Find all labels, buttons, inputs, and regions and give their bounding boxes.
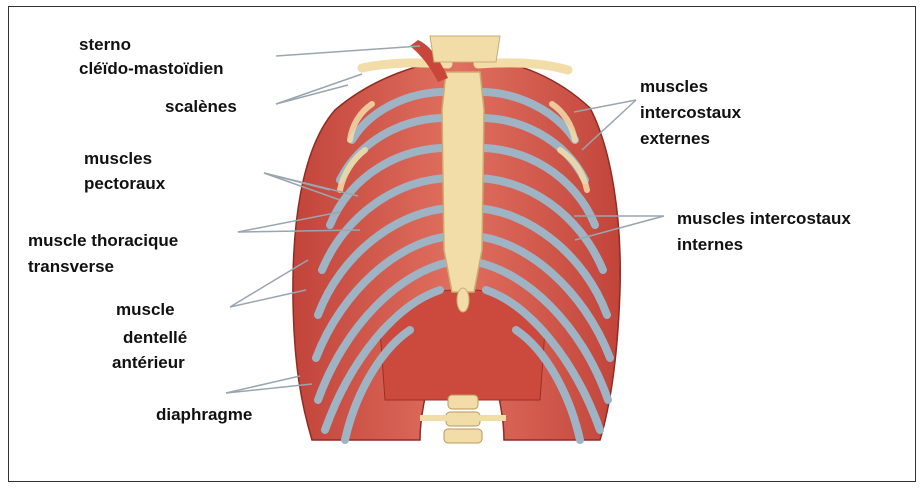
xiphoid-process <box>457 288 469 312</box>
label-dentelle-line1: muscle <box>116 299 175 321</box>
label-pectoraux-line1: muscles <box>84 148 152 170</box>
sternum <box>442 72 484 292</box>
label-externes-line2: intercostaux <box>640 102 741 124</box>
label-internes-line1: muscles intercostaux <box>677 208 851 230</box>
label-internes-line2: internes <box>677 234 743 256</box>
label-dentelle-line2: dentellé <box>123 327 187 349</box>
label-dentelle-line3: antérieur <box>112 352 185 374</box>
label-sterno: sterno <box>79 34 131 56</box>
label-externes-line3: externes <box>640 128 710 150</box>
vertebral-column <box>420 395 506 443</box>
label-pectoraux-line2: pectoraux <box>84 173 165 195</box>
label-cleido-mastoidien: cléïdo-mastoïdien <box>79 58 224 80</box>
label-diaphragme: diaphragme <box>156 404 252 426</box>
label-thoracique-line1: muscle thoracique <box>28 230 178 252</box>
neck-base <box>430 36 500 62</box>
label-scalenes: scalènes <box>165 96 237 118</box>
label-thoracique-line2: transverse <box>28 256 114 278</box>
label-externes-line1: muscles <box>640 76 708 98</box>
